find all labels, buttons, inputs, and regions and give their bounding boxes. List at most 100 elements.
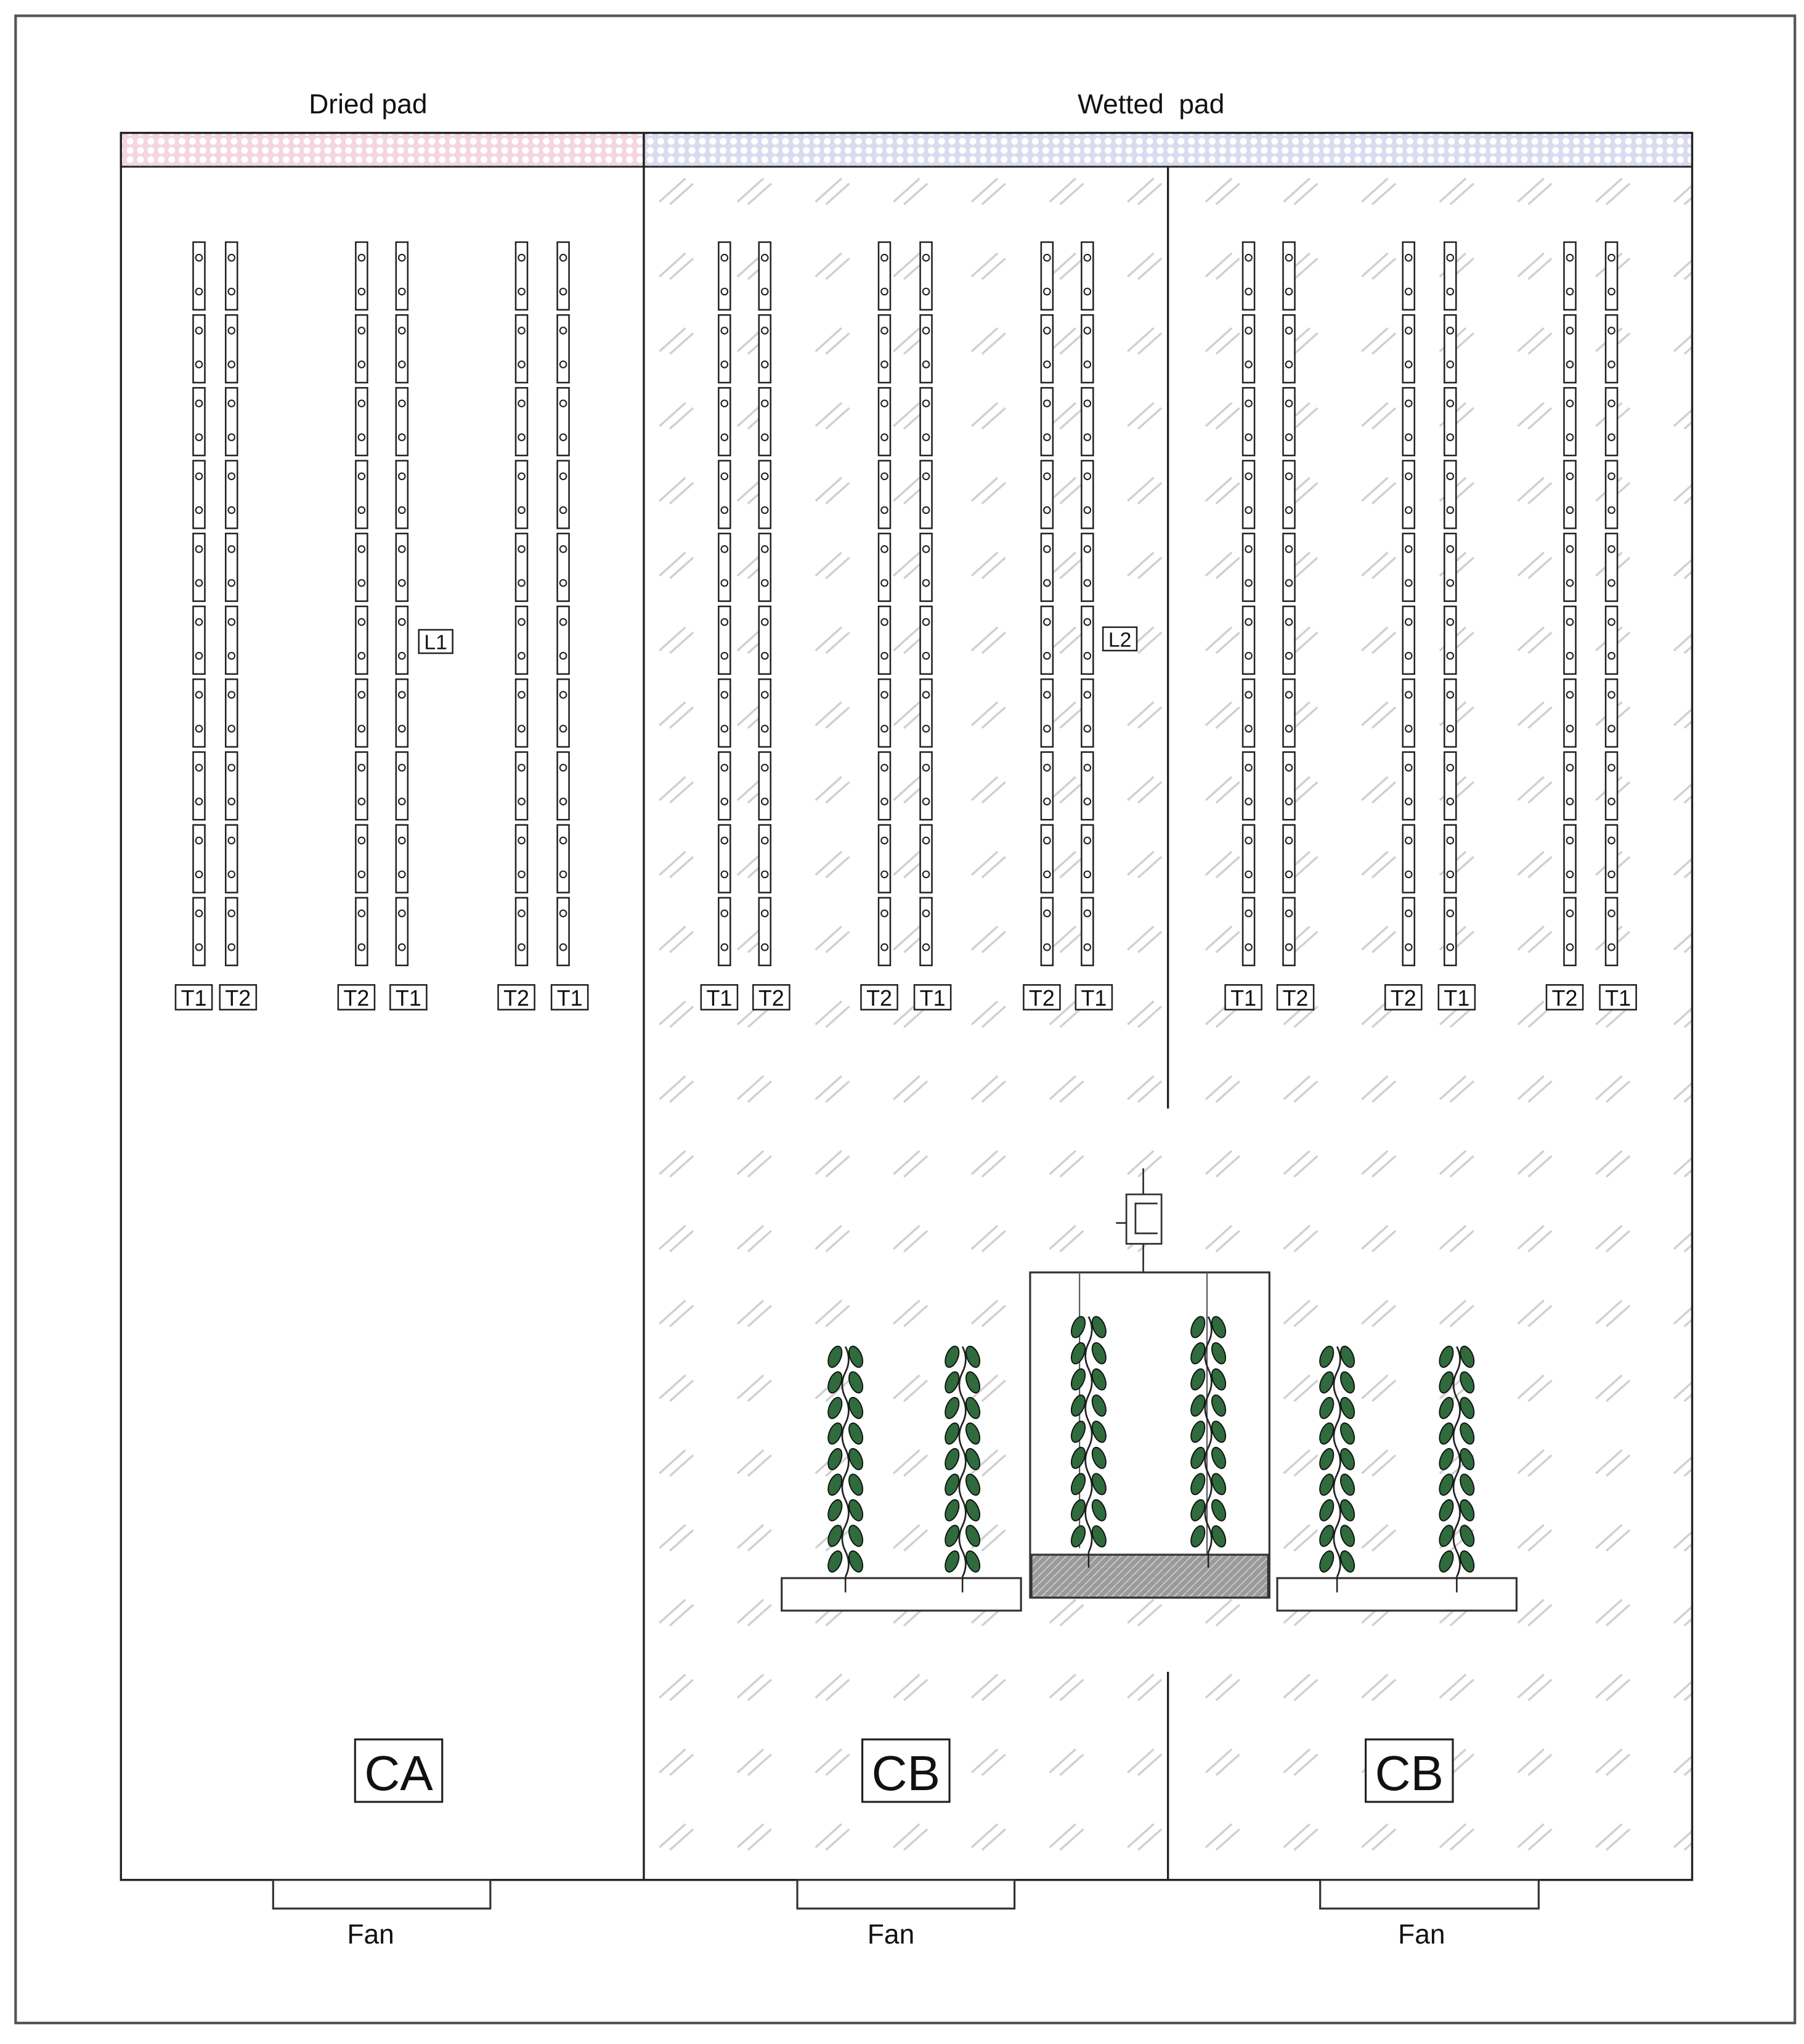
dripper-icon (880, 797, 888, 806)
dripper-icon (559, 691, 567, 699)
dripper-icon (1607, 836, 1615, 845)
sensor-tag-label: T1 (920, 986, 946, 1011)
leaf (848, 1473, 864, 1496)
dripper-icon (559, 725, 567, 733)
dripper-icon (760, 691, 769, 699)
leaf (945, 1447, 960, 1470)
leaf (1190, 1316, 1206, 1338)
gutter-segment (1563, 460, 1577, 529)
leaf (1071, 1395, 1086, 1417)
gutter-segment (1081, 460, 1094, 529)
dripper-icon (1285, 691, 1293, 699)
gutter-segment (1282, 460, 1296, 529)
gutter-segment (877, 241, 892, 311)
dripper-icon (1446, 763, 1455, 772)
dripper-icon (1245, 763, 1253, 772)
gutter-segment (718, 897, 731, 966)
dripper-icon (1446, 287, 1455, 296)
gutter-segment (1444, 241, 1457, 311)
dripper-icon (760, 909, 769, 918)
dripper-icon (195, 506, 203, 515)
gutter-segment (1241, 387, 1256, 457)
gutter-segment (556, 241, 570, 311)
dripper-icon (227, 836, 236, 845)
dripper-icon (922, 836, 930, 845)
dripper-icon (397, 433, 406, 441)
gutter-segment (877, 460, 892, 529)
gutter-segment (758, 824, 772, 894)
gutter-segment (355, 532, 368, 602)
dripper-icon (1083, 691, 1092, 699)
dripper-icon (1607, 360, 1615, 368)
leaf (1460, 1396, 1475, 1419)
dripper-icon (1566, 836, 1574, 845)
dripper-icon (1446, 545, 1455, 553)
gutter-segment (1563, 314, 1577, 384)
dripper-icon (1566, 506, 1574, 515)
leaf (1211, 1316, 1227, 1338)
dripper-icon (1083, 763, 1092, 772)
dripper-icon (1245, 506, 1253, 515)
sensor-tag (550, 984, 589, 1011)
dripper-icon (559, 327, 567, 335)
gutter-segment (877, 678, 892, 748)
dripper-icon (1043, 618, 1051, 626)
dripper-icon (1245, 797, 1253, 806)
sensor-tag (1075, 984, 1113, 1011)
dripper-icon (1285, 836, 1293, 845)
gutter-segment (1241, 532, 1256, 602)
gutter-segment (1563, 751, 1577, 821)
leaf (1190, 1499, 1206, 1521)
dripper-icon (1043, 506, 1051, 515)
leaf (965, 1345, 981, 1368)
dripper-icon (1607, 472, 1615, 481)
dripper-icon (518, 725, 526, 733)
dripper-icon (880, 399, 888, 408)
dripper-icon (195, 651, 203, 660)
gutter-segment (1604, 532, 1619, 602)
dripper-icon (1285, 797, 1293, 806)
dripper-icon (357, 327, 366, 335)
dripper-icon (922, 618, 930, 626)
dripper-icon (720, 836, 729, 845)
gutter-segment (1282, 824, 1296, 894)
dripper-icon (518, 472, 526, 481)
gutter-segment (718, 824, 731, 894)
dripper-icon (1566, 472, 1574, 481)
dripper-icon (357, 545, 366, 553)
gutter-segment (224, 460, 238, 529)
dripper-icon (397, 651, 406, 660)
gutter-segment (1282, 605, 1296, 675)
gutter-segment (1563, 532, 1577, 602)
leaf (1091, 1499, 1107, 1521)
dripper-icon (1083, 360, 1092, 368)
leaf (965, 1447, 981, 1470)
dripper-icon (1043, 763, 1051, 772)
dripper-icon (518, 797, 526, 806)
gutter-segment (192, 460, 206, 529)
leaf (1091, 1420, 1107, 1443)
dripper-icon (1404, 399, 1413, 408)
gutter-segment (1444, 824, 1457, 894)
dripper-icon (1404, 763, 1413, 772)
dripper-icon (1083, 399, 1092, 408)
dripper-icon (357, 360, 366, 368)
gutter-segment (718, 532, 731, 602)
dripper-icon (518, 360, 526, 368)
dripper-icon (195, 618, 203, 626)
leaf (1460, 1371, 1475, 1394)
leaf (1339, 1525, 1355, 1547)
dripper-icon (720, 763, 729, 772)
dripper-icon (1245, 618, 1253, 626)
dripper-icon (922, 870, 930, 879)
dripper-icon (1566, 943, 1574, 951)
gutter-segment (224, 241, 238, 311)
dripper-icon (195, 870, 203, 879)
dripper-icon (1446, 253, 1455, 262)
gutter-segment (1081, 387, 1094, 457)
gutter-segment (1040, 897, 1054, 966)
dripper-icon (1083, 545, 1092, 553)
dripper-icon (1285, 943, 1293, 951)
